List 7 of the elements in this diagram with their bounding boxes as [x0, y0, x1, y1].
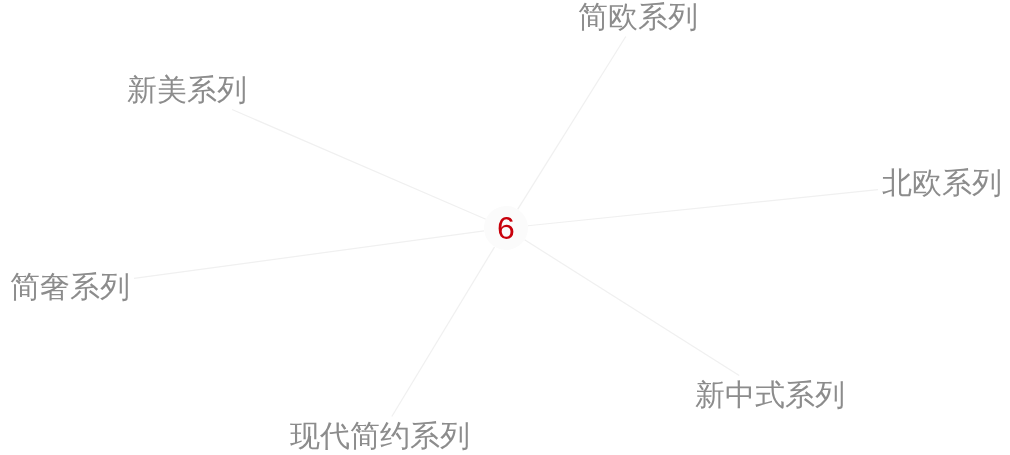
- series-label: 新美系列: [123, 70, 251, 110]
- series-label: 现代简约系列: [286, 416, 474, 455]
- series-label: 新中式系列: [691, 375, 849, 415]
- series-label: 简欧系列: [574, 0, 702, 37]
- number-circle: 6: [484, 206, 528, 250]
- series-label: 北欧系列: [878, 163, 1006, 203]
- series-label: 简奢系列: [6, 267, 134, 307]
